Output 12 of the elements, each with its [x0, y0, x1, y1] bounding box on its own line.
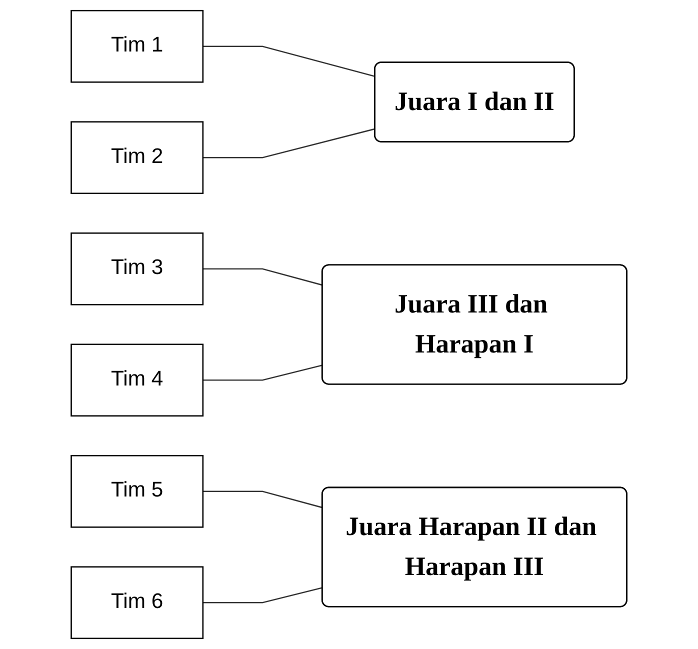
node-box: Tim 1 [70, 10, 204, 83]
connector [202, 587, 323, 604]
connector [202, 490, 323, 508]
connector [202, 364, 323, 381]
node-box: Tim 2 [70, 121, 204, 194]
connector [202, 46, 376, 78]
connector [202, 128, 376, 158]
connector [202, 268, 323, 286]
node-box: Tim 5 [70, 454, 204, 528]
node-box: Tim 4 [70, 344, 204, 417]
node-box: Tim 3 [70, 232, 204, 306]
node-box: Tim 6 [70, 566, 204, 640]
